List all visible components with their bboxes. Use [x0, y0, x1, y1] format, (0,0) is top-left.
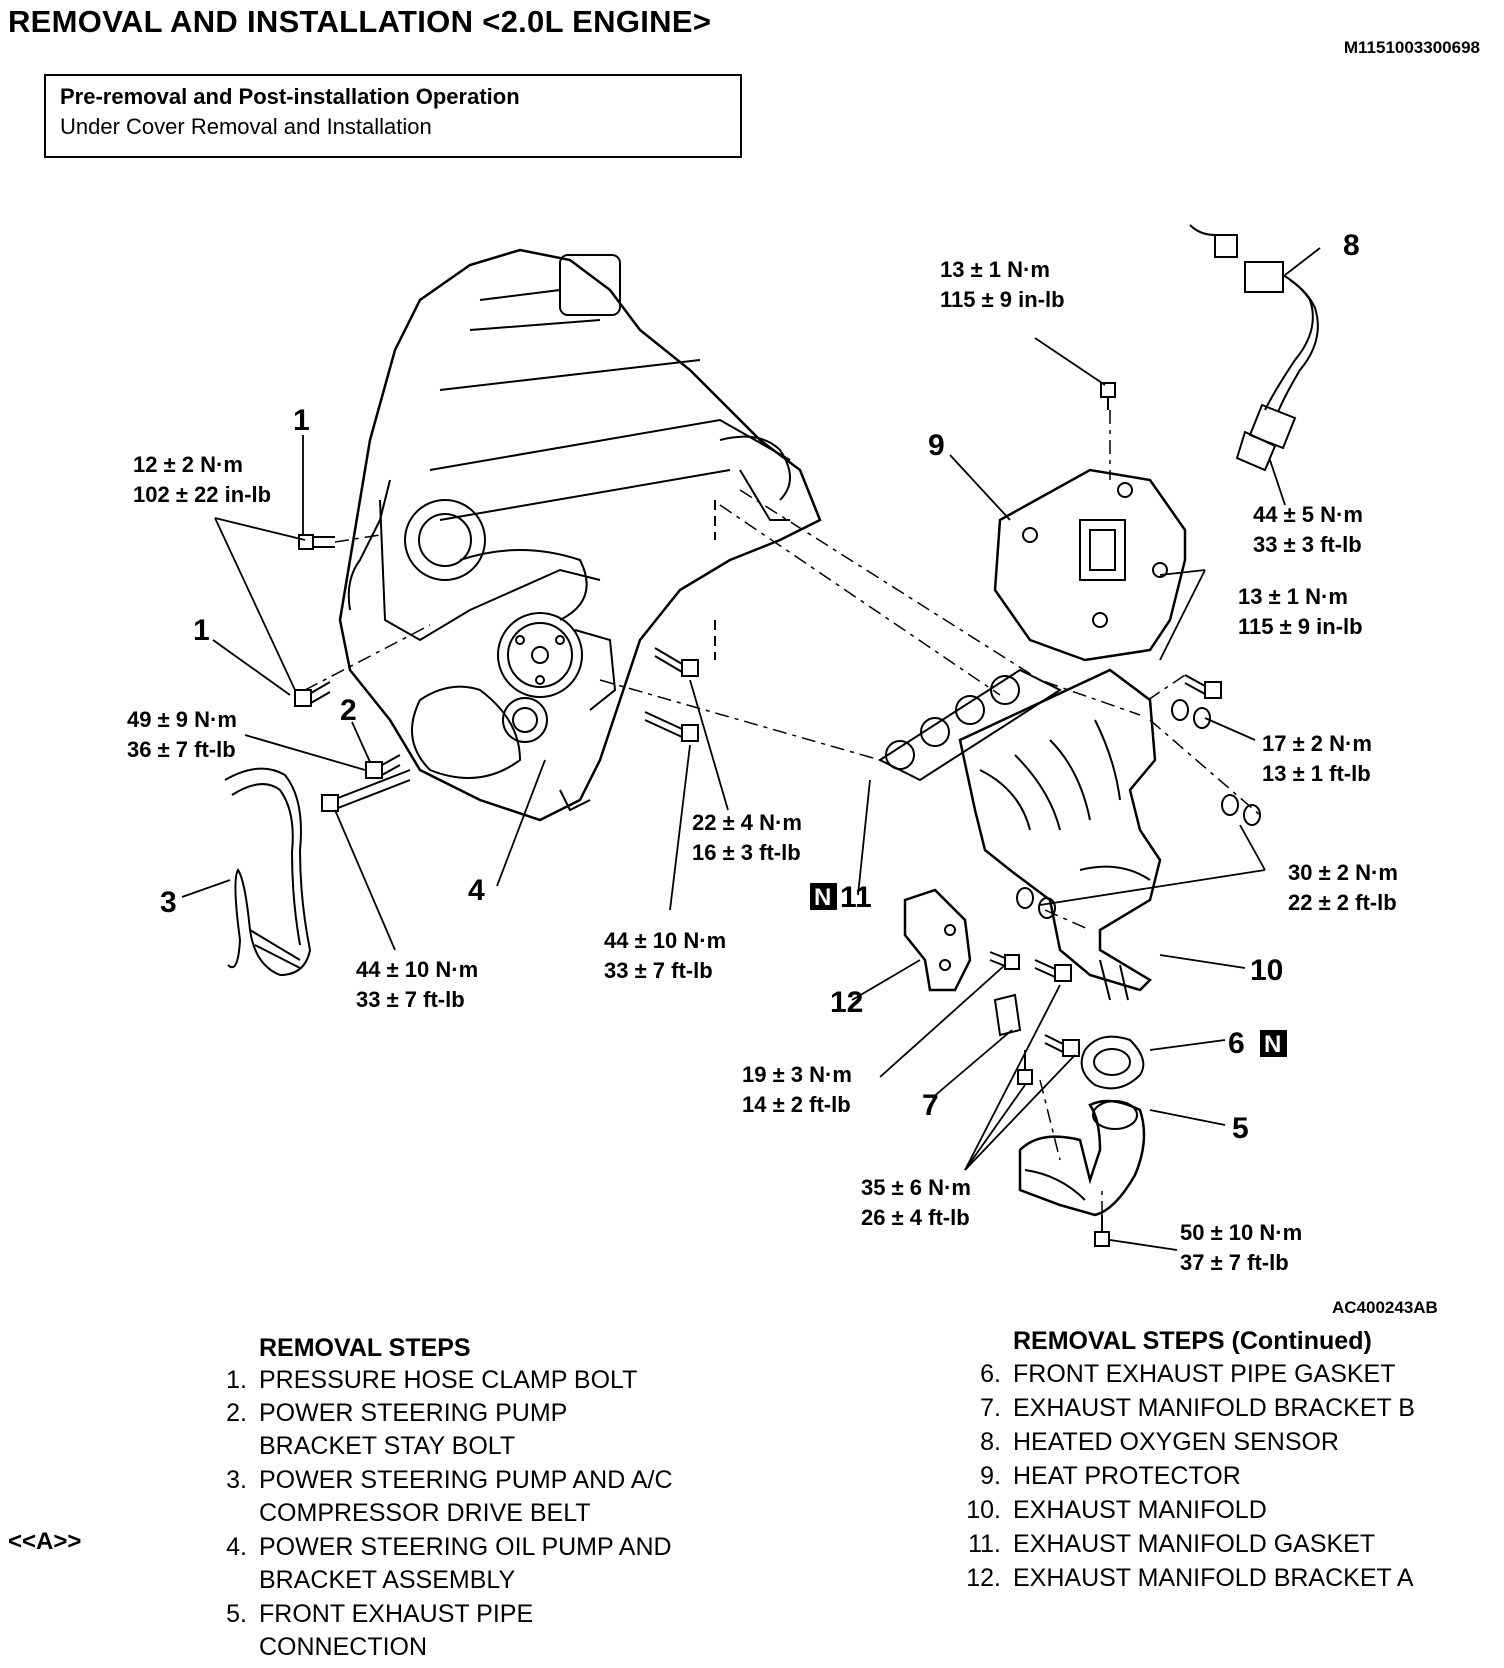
- callout-1-top: 1: [293, 404, 310, 437]
- step-text: POWER STEERING PUMP BRACKET STAY BOLT: [259, 1399, 568, 1460]
- step-number: 7.: [980, 1394, 1001, 1422]
- leader-lines: [181, 247, 1321, 1251]
- torque-5-nm: 44 ± 10 N·m: [604, 928, 726, 953]
- drive-belt: [224, 767, 312, 977]
- callout-12: 12: [830, 986, 863, 1019]
- step-number: 4.: [226, 1533, 247, 1561]
- torque-8-imp: 115 ± 9 in-lb: [1238, 614, 1363, 639]
- exploded-view-diagram: 1 1 2 3 4 5 6 7 8 9 10 11 12 N N 12 ± 2 …: [127, 224, 1398, 1275]
- step-number: 5.: [226, 1600, 247, 1628]
- pre-removal-heading: Pre-removal and Post-installation Operat…: [60, 84, 520, 109]
- callout-8: 8: [1343, 229, 1360, 262]
- step-text: EXHAUST MANIFOLD: [1013, 1496, 1267, 1524]
- page-title: REMOVAL AND INSTALLATION <2.0L ENGINE>: [8, 4, 712, 39]
- callout-7: 7: [922, 1089, 939, 1122]
- pipe-gasket: [1080, 1035, 1145, 1090]
- torque-4-nm: 22 ± 4 N·m: [692, 810, 802, 835]
- step-text: HEAT PROTECTOR: [1013, 1462, 1241, 1490]
- torque-13-imp: 37 ± 7 ft-lb: [1180, 1250, 1289, 1275]
- callout-6: 6: [1228, 1027, 1245, 1060]
- torque-1-nm: 12 ± 2 N·m: [133, 452, 243, 477]
- step-text: FRONT EXHAUST PIPE CONNECTION: [259, 1600, 534, 1661]
- engine-illustration: [338, 248, 822, 822]
- torque-8-nm: 13 ± 1 N·m: [1238, 584, 1348, 609]
- torque-12-imp: 26 ± 4 ft-lb: [861, 1205, 970, 1230]
- svg-text:N: N: [814, 884, 831, 911]
- step-text: POWER STEERING PUMP AND A/C COMPRESSOR D…: [259, 1466, 673, 1527]
- front-exhaust-pipe: [1018, 1099, 1146, 1217]
- fasteners: [294, 382, 1261, 1247]
- torque-5-imp: 33 ± 7 ft-lb: [604, 958, 713, 983]
- bracket-a: [903, 888, 972, 992]
- torque-specs: 12 ± 2 N·m 102 ± 22 in-lb 49 ± 9 N·m 36 …: [127, 257, 1398, 1275]
- heat-protector: [993, 468, 1187, 662]
- step-text: EXHAUST MANIFOLD BRACKET A: [1013, 1564, 1414, 1592]
- callout-5: 5: [1232, 1112, 1249, 1145]
- pre-removal-item: Under Cover Removal and Installation: [60, 114, 432, 139]
- torque-4-imp: 16 ± 3 ft-lb: [692, 840, 801, 865]
- procedure-note-marker: <<A>>: [8, 1528, 82, 1555]
- torque-7-imp: 33 ± 3 ft-lb: [1253, 532, 1362, 557]
- torque-10-nm: 30 ± 2 N·m: [1288, 860, 1398, 885]
- torque-7-nm: 44 ± 5 N·m: [1253, 502, 1363, 527]
- torque-9-nm: 17 ± 2 N·m: [1262, 731, 1372, 756]
- torque-12-nm: 35 ± 6 N·m: [861, 1175, 971, 1200]
- step-number: 12.: [966, 1564, 1001, 1592]
- exhaust-manifold: [958, 668, 1162, 1001]
- new-part-marker-6: N: [1260, 1030, 1287, 1058]
- torque-11-imp: 14 ± 2 ft-lb: [742, 1092, 851, 1117]
- torque-6-nm: 13 ± 1 N·m: [940, 257, 1050, 282]
- step-text: EXHAUST MANIFOLD BRACKET B: [1013, 1394, 1415, 1422]
- step-text: EXHAUST MANIFOLD GASKET: [1013, 1530, 1376, 1558]
- step-text: PRESSURE HOSE CLAMP BOLT: [259, 1366, 638, 1394]
- torque-9-imp: 13 ± 1 ft-lb: [1262, 761, 1371, 786]
- power-steering-pump: [497, 612, 617, 711]
- step-text: HEATED OXYGEN SENSOR: [1013, 1428, 1339, 1456]
- callout-11: 11: [840, 881, 872, 914]
- figure-id: AC400243AB: [1332, 1298, 1438, 1317]
- torque-1-imp: 102 ± 22 in-lb: [133, 482, 271, 507]
- torque-6-imp: 115 ± 9 in-lb: [940, 287, 1065, 312]
- step-number: 9.: [980, 1462, 1001, 1490]
- callout-9: 9: [928, 429, 945, 462]
- callout-2: 2: [340, 694, 357, 727]
- bracket-b: [993, 993, 1022, 1037]
- step-number: 3.: [226, 1466, 247, 1494]
- document-id: M1151003300698: [1343, 38, 1480, 57]
- torque-13-nm: 50 ± 10 N·m: [1180, 1220, 1302, 1245]
- removal-steps-title: REMOVAL STEPS: [259, 1334, 471, 1362]
- callout-4: 4: [468, 874, 485, 907]
- step-number: 11.: [968, 1530, 1001, 1558]
- svg-text:N: N: [1264, 1031, 1281, 1058]
- callout-10: 10: [1250, 954, 1283, 987]
- callout-3: 3: [160, 886, 177, 919]
- manifold-gasket: [877, 668, 1063, 782]
- step-number: 6.: [980, 1360, 1001, 1388]
- step-number: 10.: [966, 1496, 1001, 1524]
- torque-10-imp: 22 ± 2 ft-lb: [1288, 890, 1397, 915]
- callout-1: 1: [193, 614, 210, 647]
- torque-2-imp: 36 ± 7 ft-lb: [127, 737, 236, 762]
- step-number: 2.: [226, 1399, 247, 1427]
- torque-3-nm: 44 ± 10 N·m: [356, 957, 478, 982]
- oxygen-sensor: [1189, 224, 1319, 472]
- assembly-lines: [304, 410, 1261, 1215]
- step-text: FRONT EXHAUST PIPE GASKET: [1013, 1360, 1396, 1388]
- removal-steps-continued-title: REMOVAL STEPS (Continued): [1013, 1327, 1372, 1355]
- callout-numbers: 1 1 2 3 4 5 6 7 8 9 10 11 12: [160, 229, 1360, 1145]
- pre-removal-box: Pre-removal and Post-installation Operat…: [44, 74, 742, 158]
- step-number: 1.: [226, 1366, 247, 1394]
- torque-11-nm: 19 ± 3 N·m: [742, 1062, 852, 1087]
- torque-2-nm: 49 ± 9 N·m: [127, 707, 237, 732]
- new-part-marker-11: N: [810, 883, 837, 911]
- torque-3-imp: 33 ± 7 ft-lb: [356, 987, 465, 1012]
- step-text: POWER STEERING OIL PUMP AND BRACKET ASSE…: [259, 1533, 672, 1594]
- step-number: 8.: [980, 1428, 1001, 1456]
